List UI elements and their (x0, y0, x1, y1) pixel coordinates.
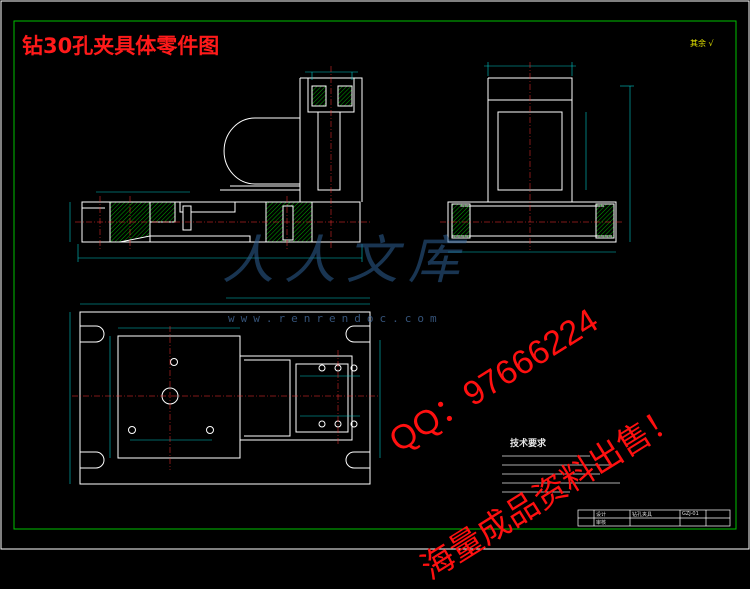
hole-7 (318, 420, 326, 428)
roughness-note: 其余 √ (690, 39, 714, 48)
hole-3 (206, 426, 214, 434)
hole-4 (318, 364, 326, 372)
front-hatch-head-left (311, 85, 327, 107)
hole-6 (350, 364, 358, 372)
front-base-bottom-relief (149, 235, 251, 242)
tech-requirements-title: 技术要求 (510, 439, 547, 449)
drawing-canvas (0, 0, 750, 550)
side-hatch-right (595, 203, 615, 239)
top-base-outline (79, 311, 371, 485)
front-dimensions (69, 71, 363, 262)
front-bolt-mid (182, 205, 192, 231)
front-centerlines (75, 66, 370, 250)
side-column-inner (497, 111, 563, 191)
side-view (440, 62, 634, 253)
title-block-code: GZJ-01 (682, 511, 699, 517)
top-view (69, 297, 381, 485)
slot-bottom-left (80, 451, 105, 469)
slot-top-right (345, 325, 370, 343)
side-base (447, 201, 617, 243)
watermark-brand: 人人文库 (222, 231, 471, 291)
side-dimensions (448, 62, 634, 253)
front-upright-outline (299, 77, 363, 202)
front-arm-step (230, 185, 301, 202)
side-column (487, 77, 573, 202)
front-base-top-step (82, 202, 236, 213)
front-hatch-mid (149, 201, 176, 223)
hole-1 (170, 358, 178, 366)
front-arm (223, 117, 300, 185)
outer-border (0, 0, 750, 550)
side-centerlines (440, 62, 624, 250)
title-block-name: 钻孔夹具 (632, 512, 653, 518)
front-upright-rib (317, 112, 341, 191)
top-dimensions (69, 297, 381, 484)
front-bolt-right (282, 205, 294, 241)
slot-top-left (80, 325, 105, 343)
inner-border (13, 20, 737, 530)
title-block-check: 审核 (596, 520, 607, 526)
slot-bottom-right (345, 451, 370, 469)
top-centerlines (72, 326, 378, 470)
hole-9 (350, 420, 358, 428)
title-block-drawn: 设计 (596, 512, 607, 518)
top-column-inner (295, 363, 349, 433)
front-view (69, 66, 370, 262)
top-column-outline (239, 355, 353, 441)
hole-2 (128, 426, 136, 434)
front-hatch-head-right (337, 85, 353, 107)
watermark-url: www.renrendoc.com (228, 312, 443, 325)
page-title: 钻30孔夹具体零件图 (22, 34, 220, 58)
title-block (577, 509, 731, 527)
tech-notes (502, 455, 620, 493)
side-base-inner (452, 205, 612, 237)
side-hatch-left (451, 203, 471, 239)
top-arm (244, 359, 291, 437)
